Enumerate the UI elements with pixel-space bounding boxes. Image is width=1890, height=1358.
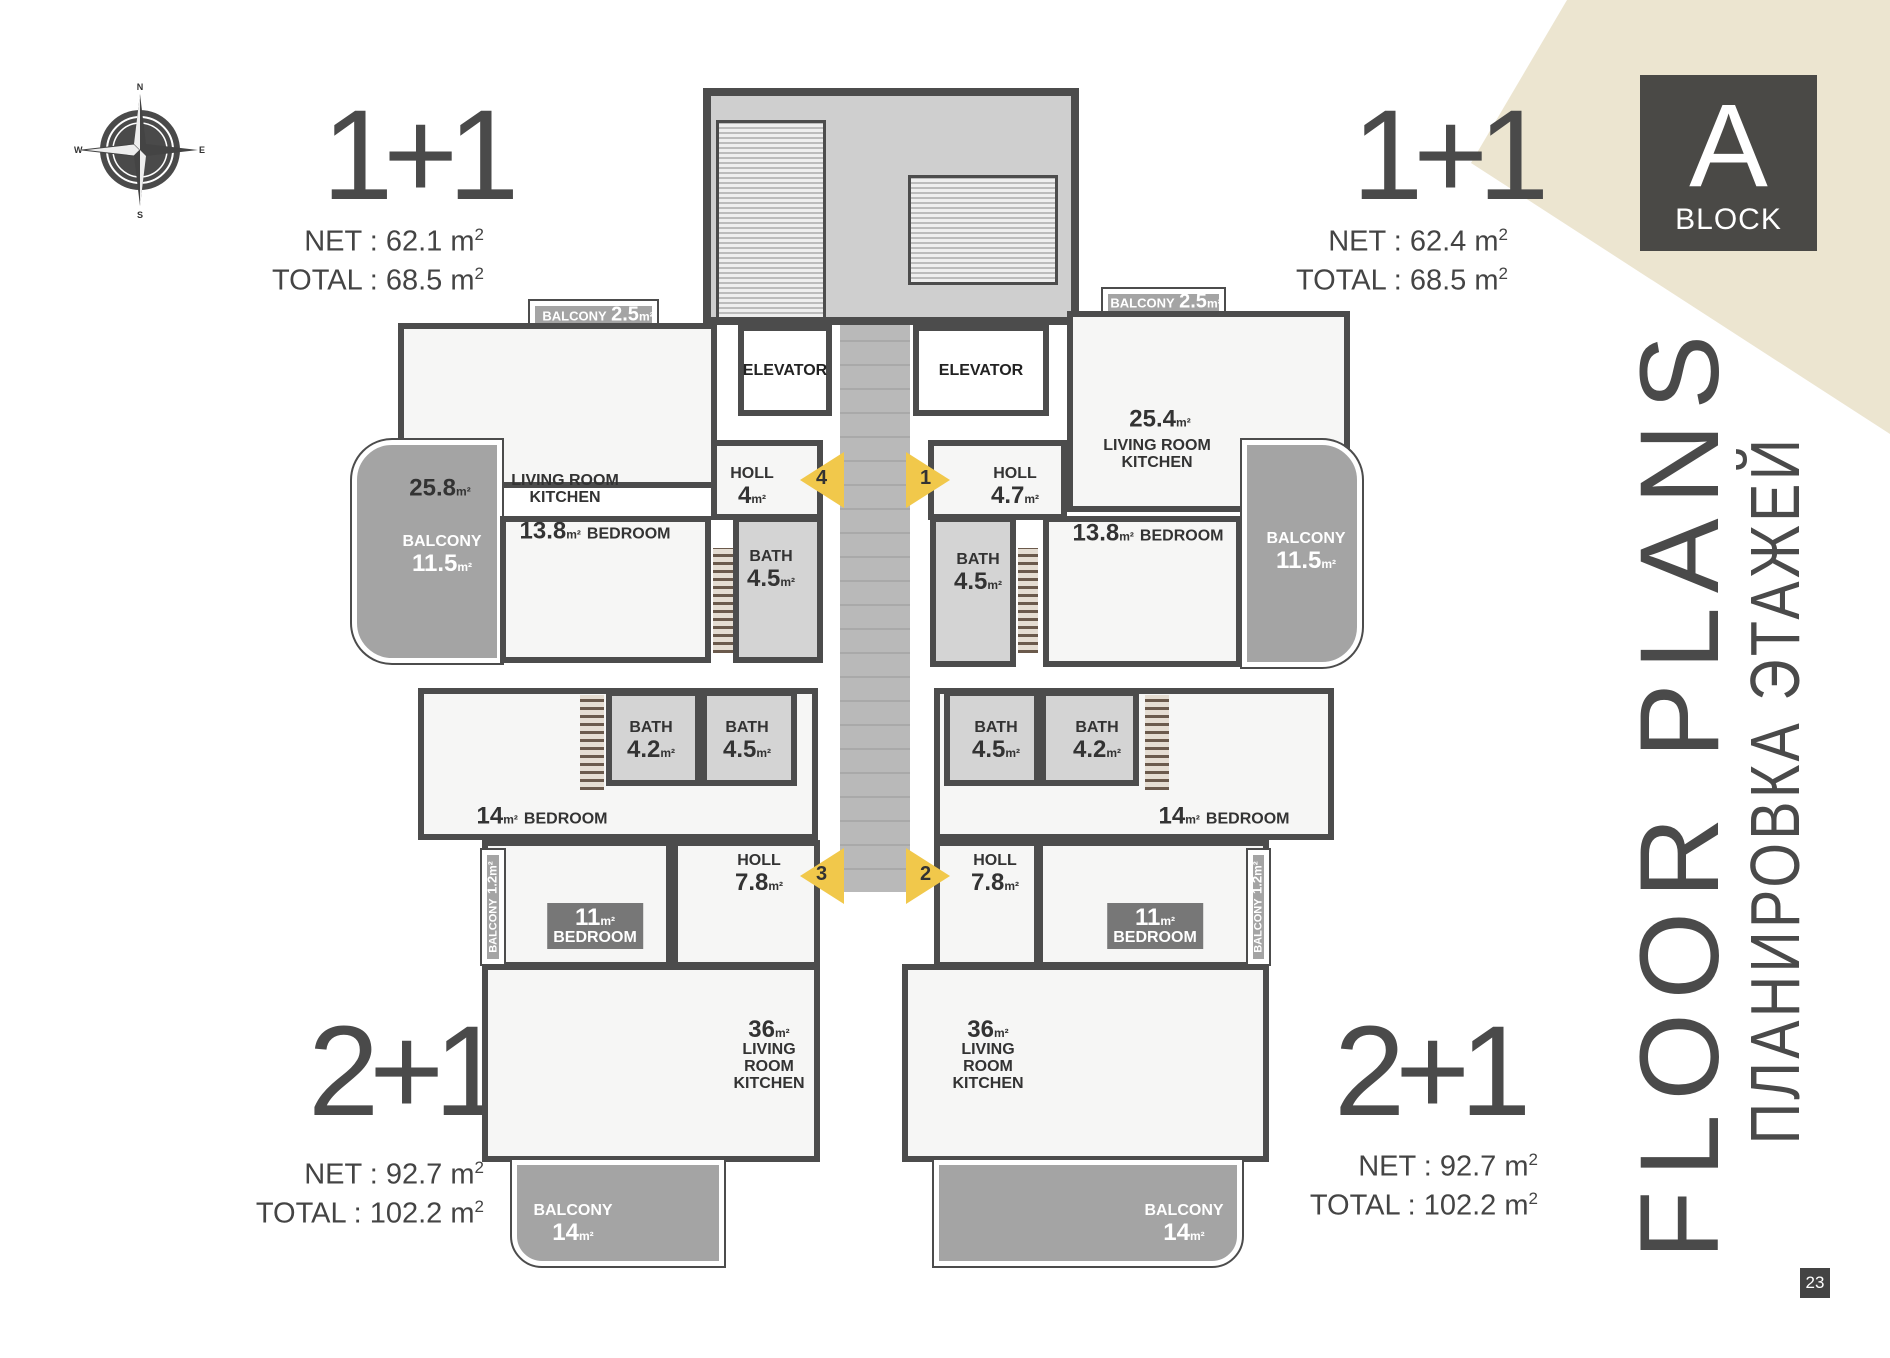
room-bath <box>930 516 1016 667</box>
page-title: FLOOR PLANS ПЛАНИРОВКА ЭТАЖЕЙ <box>1617 320 1815 1260</box>
entrance-marker-4: 4 <box>800 452 844 508</box>
room-balcony <box>932 1158 1244 1268</box>
unit-area-bottom-left: NET : 92.7 m2 TOTAL : 102.2 m2 <box>255 1158 484 1230</box>
label-balcony: BALCONY 1.2m² <box>484 861 500 953</box>
room-bath <box>701 690 797 786</box>
entrance-marker-3: 3 <box>800 848 844 904</box>
room-balcony <box>1240 438 1364 669</box>
compass-e: E <box>199 145 205 155</box>
compass-n: N <box>137 82 144 92</box>
compass-s: S <box>137 210 143 220</box>
label-living-area: 25.4m² <box>1129 405 1191 433</box>
room-balcony <box>510 1158 726 1268</box>
unit-area-bottom-right: NET : 92.7 m2 TOTAL : 102.2 m2 <box>1309 1150 1538 1222</box>
room-bath <box>1040 690 1139 786</box>
compass-icon: N S W E <box>74 82 205 220</box>
block-label: BLOCK <box>1675 203 1782 236</box>
unit-area-top-right: NET : 62.4 m2 TOTAL : 68.5 m2 <box>1295 225 1508 297</box>
room-bath <box>733 516 823 663</box>
compass-w: W <box>74 145 83 155</box>
wardrobe <box>1145 695 1169 790</box>
label-living-name: LIVING ROOM KITCHEN <box>1103 437 1211 471</box>
room-balcony-small <box>480 848 506 966</box>
elevator-right: ELEVATOR <box>913 325 1049 416</box>
label-balcony: BALCONY 1.2m² <box>1249 861 1265 953</box>
entrance-marker-2: 2 <box>906 848 950 904</box>
wardrobe <box>713 548 733 653</box>
room-bedroom <box>500 516 711 663</box>
label-balcony: BALCONY 2.5m² <box>1110 290 1222 313</box>
label-living-area: 25.8m² <box>409 474 471 502</box>
staircase-right <box>908 175 1058 285</box>
room-bedroom <box>1043 516 1242 667</box>
room-balcony <box>350 438 504 665</box>
wardrobe <box>580 695 604 790</box>
room-living <box>482 964 820 1162</box>
unit-type-top-left: 1+1 <box>322 84 519 227</box>
unit-type-top-right: 1+1 <box>1352 84 1549 227</box>
corridor <box>840 325 910 892</box>
label-balcony: BALCONY 2.5m² <box>542 303 654 326</box>
title-en: FLOOR PLANS <box>1617 320 1742 1260</box>
block-letter: A <box>1689 80 1768 212</box>
wardrobe <box>1018 548 1038 653</box>
block-badge: A BLOCK <box>1640 75 1817 251</box>
unit-type-bottom-left: 2+1 <box>308 1000 505 1143</box>
entrance-marker-1: 1 <box>906 452 950 508</box>
room-balcony-small <box>1246 848 1271 966</box>
unit-area-top-left: NET : 62.1 m2 TOTAL : 68.5 m2 <box>271 225 484 297</box>
room-bath <box>606 690 701 786</box>
room-living <box>902 964 1269 1162</box>
room-bath <box>944 690 1040 786</box>
staircase-left <box>716 120 826 320</box>
elevator-left: ELEVATOR <box>738 325 832 416</box>
label-living-name: LIVING ROOM KITCHEN <box>511 472 619 506</box>
page-number: 23 <box>1800 1268 1830 1298</box>
title-ru: ПЛАНИРОВКА ЭТАЖЕЙ <box>1736 435 1814 1145</box>
unit-type-bottom-right: 2+1 <box>1334 1000 1531 1143</box>
